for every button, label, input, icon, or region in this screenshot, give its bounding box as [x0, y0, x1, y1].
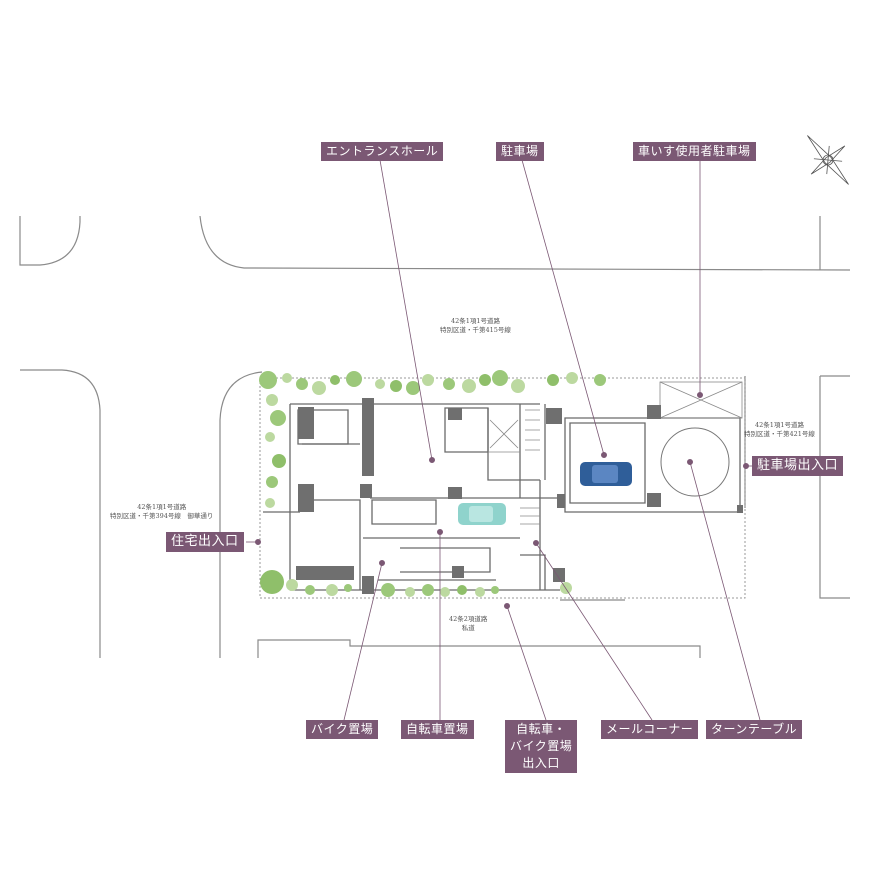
road-west-line-2: 特別区道・千第394号線 御華通り	[110, 512, 214, 520]
label-bicycle-bike-entrance-line-2: バイク置場	[510, 739, 573, 753]
label-bicycle-parking: 自転車置場	[401, 720, 474, 739]
street-outlines	[19, 215, 851, 658]
road-label-west: 42条1項1号道路 特別区道・千第394号線 御華通り	[110, 503, 213, 521]
compass-rose-icon	[807, 135, 849, 185]
road-east-line-2: 特別区道・千第421号線	[744, 430, 815, 438]
label-parking-entrance: 駐車場出入口	[752, 456, 844, 476]
site-boundary	[259, 377, 746, 599]
road-label-north: 42条1項1号道路 特別区道・千第415号線	[440, 317, 511, 335]
label-residential-entrance: 住宅出入口	[166, 532, 244, 552]
road-south-line-1: 42条2項道路	[449, 615, 488, 623]
road-label-south: 42条2項道路 私道	[449, 615, 487, 633]
label-bike-parking: バイク置場	[306, 720, 379, 739]
structural-walls	[296, 398, 743, 594]
road-east-line-1: 42条1項1号道路	[754, 421, 804, 429]
road-south-line-2: 私道	[461, 624, 475, 632]
turntable-circle	[660, 427, 730, 497]
label-bicycle-bike-entrance-line-3: 出入口	[522, 756, 560, 770]
wheelchair-parking-zone	[659, 381, 743, 419]
road-north-line-1: 42条1項1号道路	[450, 317, 500, 325]
road-west-line-1: 42条1項1号道路	[137, 503, 187, 511]
greenery	[259, 370, 606, 597]
leader-lines	[246, 159, 761, 721]
road-north-line-2: 特別区道・千第415号線	[440, 326, 511, 334]
label-mail-corner: メールコーナー	[601, 720, 699, 739]
label-bicycle-bike-entrance-line-1: 自転車・	[516, 722, 567, 736]
road-label-east: 42条1項1号道路 特別区道・千第421号線	[744, 421, 815, 439]
label-wheelchair-parking: 車いす使用者駐車場	[633, 142, 756, 161]
label-bicycle-bike-entrance: 自転車・ バイク置場 出入口	[505, 720, 578, 773]
teal-car-icon	[458, 503, 506, 525]
stair-hatching	[488, 409, 540, 525]
blue-car-icon	[580, 462, 632, 486]
label-entrance-hall: エントランスホール	[321, 142, 444, 161]
label-parking: 駐車場	[496, 142, 544, 161]
label-turntable: ターンテーブル	[706, 720, 803, 739]
